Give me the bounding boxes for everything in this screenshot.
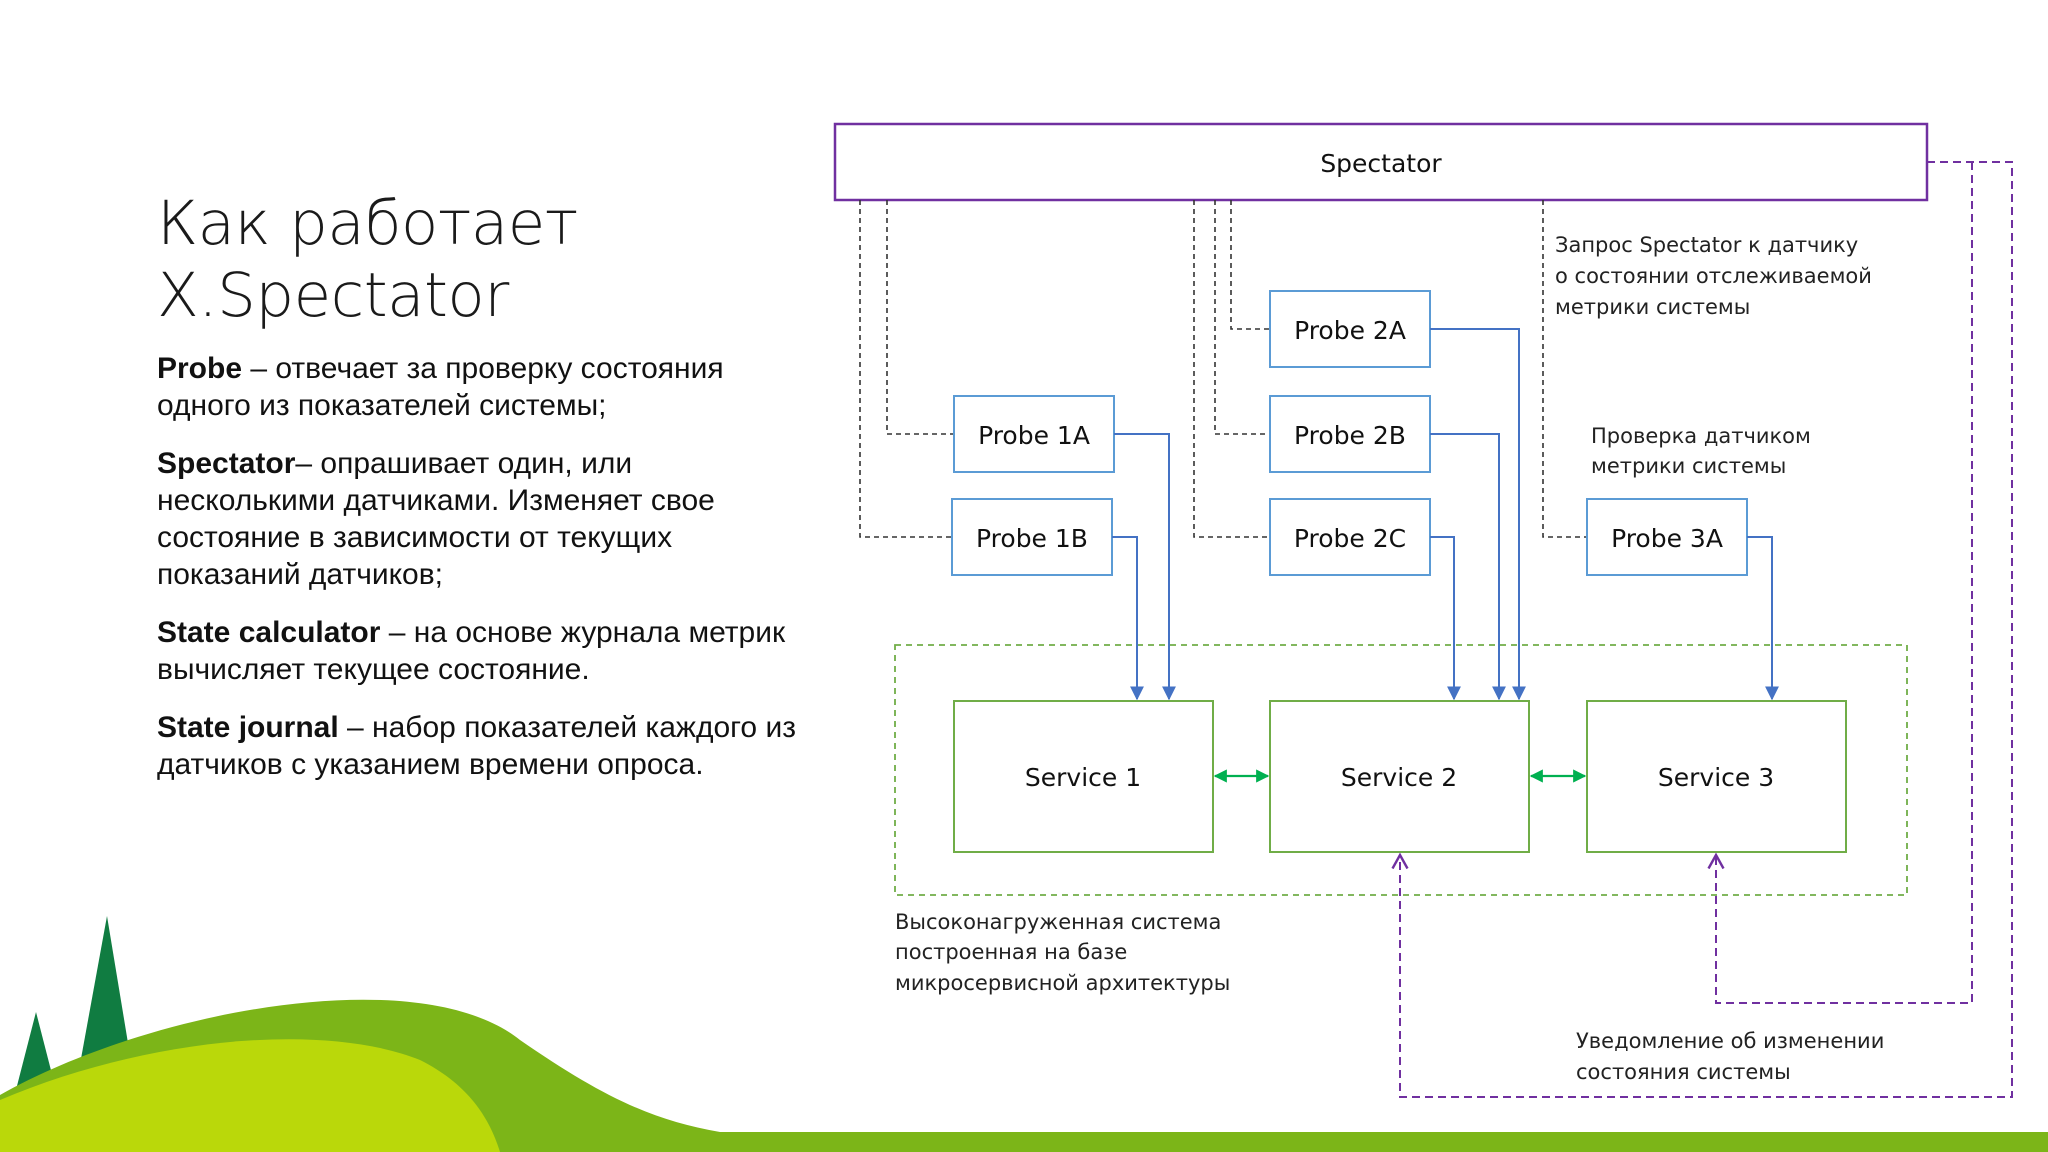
- note-check: Проверка датчиком метрики системы: [1591, 424, 1818, 478]
- definition-probe: Probe – отвечает за проверку состояния о…: [157, 350, 807, 424]
- service-3-box: [1586, 700, 1847, 853]
- term: State calculator: [157, 616, 381, 649]
- probe-3a-label: Probe 3A: [1611, 524, 1723, 553]
- probe-2b-box: [1269, 395, 1431, 473]
- request-line-2c: [1193, 200, 1270, 538]
- services: Service 1 Service 2 Service 3: [953, 700, 1847, 853]
- note-check-line-1: Проверка датчиком: [1591, 424, 1811, 448]
- probe-2b-label: Probe 2B: [1294, 421, 1406, 450]
- notify-line-service-2: [1391, 161, 2013, 1098]
- hill-light: [0, 1039, 500, 1152]
- arrow-probe-1a-service-1: [1114, 433, 1176, 701]
- request-line-1b: [859, 200, 952, 538]
- note-system: Высоконагруженная система построенная на…: [895, 910, 1230, 995]
- note-request-line-2: о состоянии отслеживаемой: [1555, 264, 1872, 288]
- service-1-label: Service 1: [1025, 763, 1141, 792]
- note-request: Запрос Spectator к датчику о состоянии о…: [1555, 233, 1879, 319]
- arrow-probe-2b-service-2: [1430, 433, 1506, 701]
- spectator-box: [833, 122, 1929, 202]
- probe-3a-box: [1586, 498, 1748, 576]
- note-check-line-2: метрики системы: [1591, 454, 1786, 478]
- definitions-list: Probe – отвечает за проверку состояния о…: [157, 350, 807, 804]
- notify-lines: [1391, 161, 2013, 1098]
- request-lines: [859, 200, 1587, 538]
- arrow-probe-2a-service-2: [1430, 328, 1526, 701]
- probe-1a-label: Probe 1A: [978, 421, 1090, 450]
- note-system-line-3: микросервисной архитектуры: [895, 971, 1230, 995]
- note-notify-line-1: Уведомление об изменении: [1576, 1029, 1884, 1053]
- probe-2a-label: Probe 2A: [1294, 316, 1406, 345]
- note-request-line-3: метрики системы: [1555, 295, 1750, 319]
- note-request-line-1: Запрос Spectator к датчику: [1555, 233, 1858, 257]
- arrow-probe-1b-service-1: [1112, 536, 1144, 701]
- arrow-probe-2c-service-2: [1430, 536, 1461, 701]
- request-line-1a: [886, 200, 954, 435]
- probe-2c-label: Probe 2C: [1294, 524, 1406, 553]
- service-3-label: Service 3: [1658, 763, 1774, 792]
- description: – набор показателей каждого из датчиков …: [157, 711, 796, 781]
- title-line-1: Как работает: [157, 188, 578, 259]
- request-line-2a: [1230, 200, 1270, 330]
- service-2-box: [1269, 700, 1530, 853]
- probe-arrows: [1112, 328, 1779, 701]
- request-line-3a: [1542, 200, 1587, 538]
- service-2-label: Service 2: [1341, 763, 1457, 792]
- probe-1b-label: Probe 1B: [976, 524, 1088, 553]
- description: – на основе журнала метрик вычисляет тек…: [157, 616, 786, 686]
- hill-dark: [0, 999, 2048, 1152]
- description: – отвечает за проверку состояния одного …: [157, 352, 724, 422]
- definition-spectator: Spectator– опрашивает один, или нескольк…: [157, 445, 807, 593]
- probe-2c-box: [1269, 498, 1431, 576]
- notify-line-service-3: [1707, 162, 1973, 1004]
- definition-state-journal: State journal – набор показателей каждог…: [157, 709, 807, 783]
- decorative-landscape: [0, 916, 2048, 1152]
- probe-2a-box: [1269, 290, 1431, 368]
- term: State journal: [157, 711, 339, 744]
- term: Probe: [157, 352, 243, 385]
- definition-state-calculator: State calculator – на основе журнала мет…: [157, 614, 807, 688]
- note-notify-line-2: состояния системы: [1576, 1060, 1791, 1084]
- system-boundary: [894, 644, 1908, 896]
- probes: Probe 1A Probe 1B Probe 2A Probe 2B Prob…: [951, 290, 1748, 576]
- spectator-label: Spectator: [1320, 149, 1442, 178]
- title-line-2: X.Spectator: [157, 260, 509, 331]
- arrow-probe-3a-service-3: [1747, 536, 1779, 701]
- probe-1a-box: [953, 395, 1115, 473]
- request-line-2b: [1214, 200, 1270, 435]
- probe-1b-box: [951, 498, 1113, 576]
- note-notify: Уведомление об изменении состояния систе…: [1576, 1029, 1891, 1084]
- service-1-box: [953, 700, 1214, 853]
- note-system-line-1: Высоконагруженная система: [895, 910, 1221, 934]
- description: – опрашивает один, или несколькими датчи…: [157, 447, 715, 591]
- note-system-line-2: построенная на базе: [895, 940, 1127, 964]
- term: Spectator: [157, 447, 296, 480]
- slide-title: Как работает X.Spectator: [157, 188, 578, 332]
